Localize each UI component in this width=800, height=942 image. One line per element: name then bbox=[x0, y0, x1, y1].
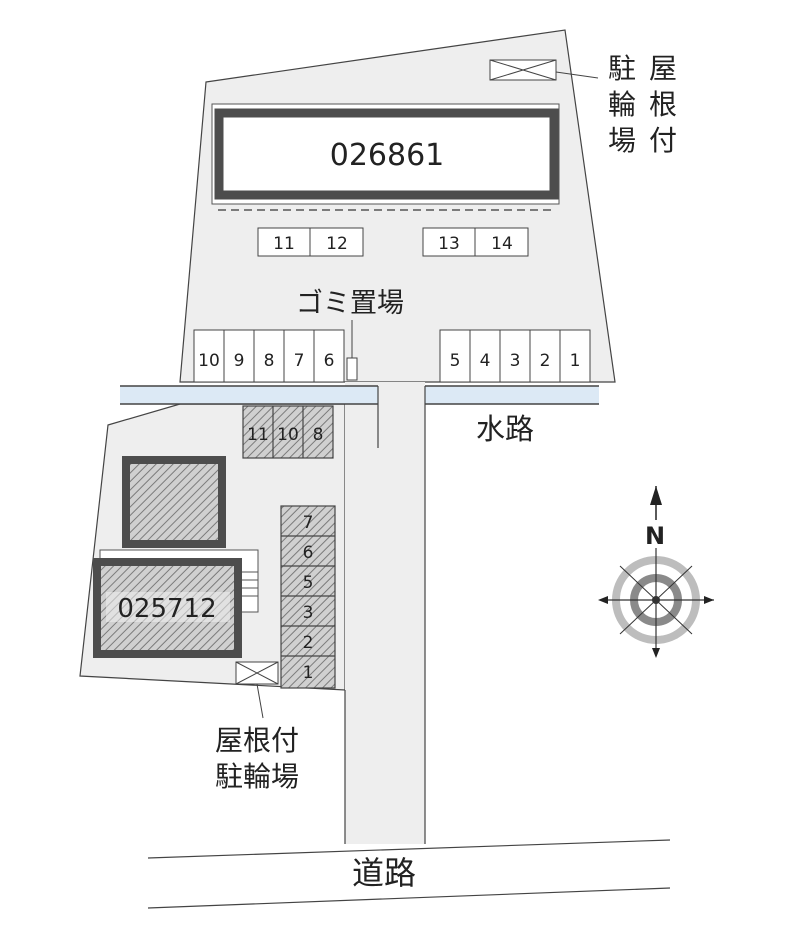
building-main-number: 026861 bbox=[330, 138, 445, 173]
parking-space-label: 7 bbox=[294, 351, 305, 371]
compass: N bbox=[598, 486, 714, 658]
parking-space-label: 7 bbox=[303, 513, 314, 533]
garbage-area-label: ゴミ置場 bbox=[296, 288, 404, 319]
bike-shelter-top: 駐 輪 場 屋 根 付 bbox=[489, 52, 677, 157]
small-building bbox=[122, 456, 226, 548]
bike-shelter-label-line1: 屋根付 bbox=[215, 724, 299, 757]
parking-space-label: 2 bbox=[303, 633, 314, 653]
parking-space-label: 12 bbox=[326, 234, 348, 254]
parking-space-label: 5 bbox=[450, 351, 461, 371]
upper-lot bbox=[179, 29, 616, 383]
bike-shelter-char: 屋 bbox=[649, 52, 677, 85]
parking-row-11-12: 11 12 bbox=[257, 227, 364, 257]
road: 道路 bbox=[147, 839, 671, 909]
bike-shelter-bottom: 屋根付 駐輪場 bbox=[215, 661, 299, 793]
building-secondary-number: 025712 bbox=[117, 594, 216, 624]
parking-space-label: 6 bbox=[324, 351, 335, 371]
parking-column: 7 6 5 3 2 1 bbox=[280, 505, 336, 689]
parking-space-label: 3 bbox=[510, 351, 521, 371]
bike-shelter-char: 根 bbox=[649, 88, 677, 121]
parking-space-label: 11 bbox=[247, 425, 269, 445]
parking-row-5-1: 5 4 3 2 1 bbox=[439, 329, 591, 383]
driveway bbox=[345, 382, 425, 844]
parking-space-label: 14 bbox=[491, 234, 513, 254]
parking-space-label: 6 bbox=[303, 543, 314, 563]
parking-space-label: 8 bbox=[313, 425, 324, 445]
parking-space-label: 3 bbox=[303, 603, 314, 623]
waterway bbox=[120, 385, 599, 448]
waterway-label: 水路 bbox=[476, 412, 534, 446]
parking-space-label: 10 bbox=[277, 425, 299, 445]
parking-space-label: 13 bbox=[438, 234, 460, 254]
garbage-bin bbox=[346, 357, 358, 381]
parking-row-13-14: 13 14 bbox=[422, 227, 529, 257]
parking-space-label: 1 bbox=[303, 663, 314, 683]
parking-row-10-6: 10 9 8 7 6 bbox=[193, 329, 345, 383]
bike-shelter-char: 輪 bbox=[608, 88, 636, 121]
bike-shelter-char: 駐 bbox=[608, 52, 636, 85]
parking-space-label: 11 bbox=[273, 234, 295, 254]
bike-shelter-char: 場 bbox=[608, 124, 636, 157]
building-main: 026861 bbox=[211, 103, 560, 211]
north-label: N bbox=[645, 522, 665, 550]
bike-shelter-label-line2: 駐輪場 bbox=[215, 760, 299, 793]
bike-shelter-char: 付 bbox=[649, 124, 677, 157]
parking-space-label: 9 bbox=[234, 351, 245, 371]
parking-space-label: 10 bbox=[198, 351, 220, 371]
parking-space-label: 1 bbox=[570, 351, 581, 371]
parking-space-label: 4 bbox=[480, 351, 491, 371]
parking-space-label: 8 bbox=[264, 351, 275, 371]
parking-row-hatched: 11 10 8 bbox=[242, 405, 334, 459]
parking-space-label: 5 bbox=[303, 573, 314, 593]
road-label: 道路 bbox=[352, 854, 416, 892]
parking-space-label: 2 bbox=[540, 351, 551, 371]
building-secondary: 025712 bbox=[93, 549, 259, 658]
